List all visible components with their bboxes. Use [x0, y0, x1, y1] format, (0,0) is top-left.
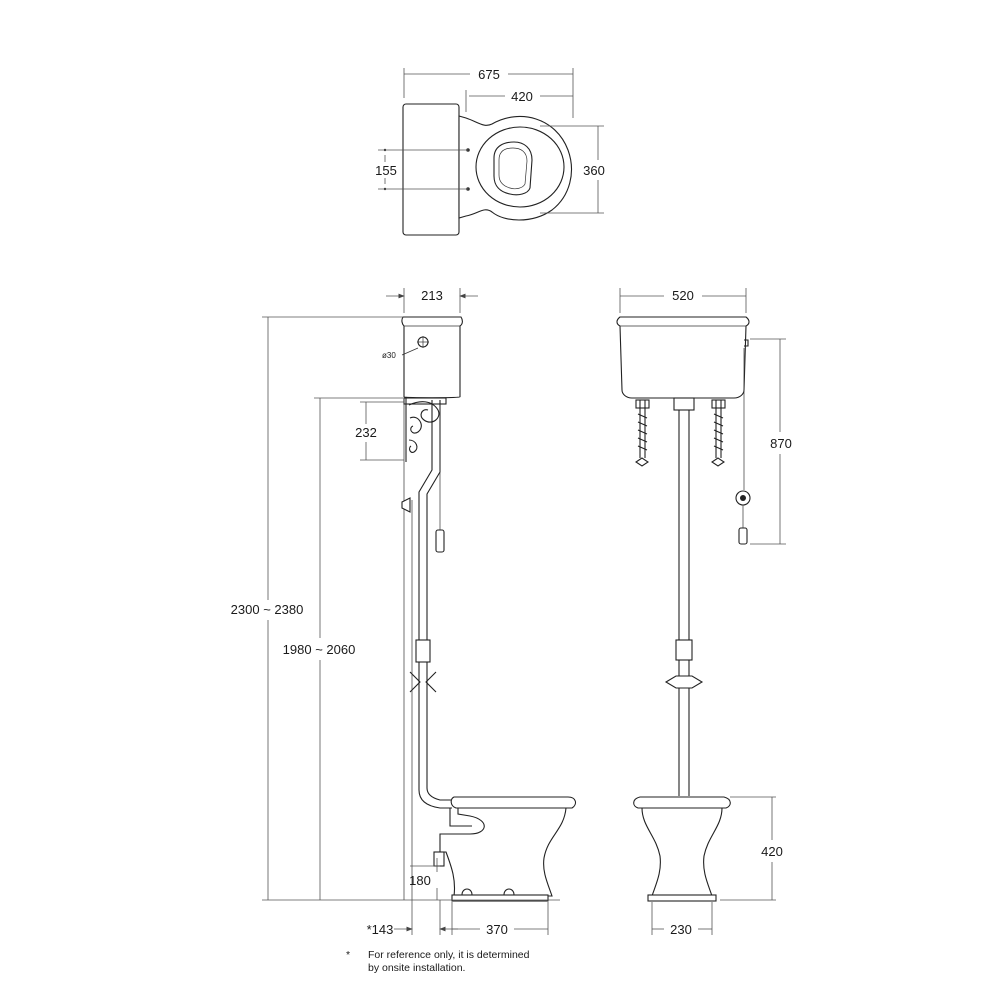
dim-overall-width: 675 [478, 67, 500, 82]
dim-pan-height: 420 [761, 844, 783, 859]
side-view: 213 ø30 232 2300 ~ 2380 1980 ~ 2060 180 … [231, 288, 577, 937]
dim-pan-base-width: 230 [670, 922, 692, 937]
dim-outlet-height: 180 [409, 873, 431, 888]
dim-outlet-offset: *143 [367, 922, 394, 937]
dim-cistern-base-height: 1980 ~ 2060 [283, 642, 356, 657]
dim-bowl-width: 420 [511, 89, 533, 104]
dim-cistern-depth: 213 [421, 288, 443, 303]
dim-pan-projection: 370 [486, 922, 508, 937]
footnote-marker: * [346, 949, 351, 961]
footnote-line-2: by onsite installation. [368, 962, 466, 974]
dim-bracket-height: 232 [355, 425, 377, 440]
dim-fixing-spacing: 155 [375, 163, 397, 178]
plan-view: 675 420 155 360 [375, 67, 605, 236]
dim-bowl-depth: 360 [583, 163, 605, 178]
dim-chain-length: 870 [770, 436, 792, 451]
footnote-line-1: For reference only, it is determined [368, 949, 530, 961]
front-view: 520 870 420 230 [616, 288, 792, 937]
dim-outlet-diameter: ø30 [382, 351, 396, 360]
dim-cistern-width: 520 [672, 288, 694, 303]
dim-overall-height: 2300 ~ 2380 [231, 602, 304, 617]
